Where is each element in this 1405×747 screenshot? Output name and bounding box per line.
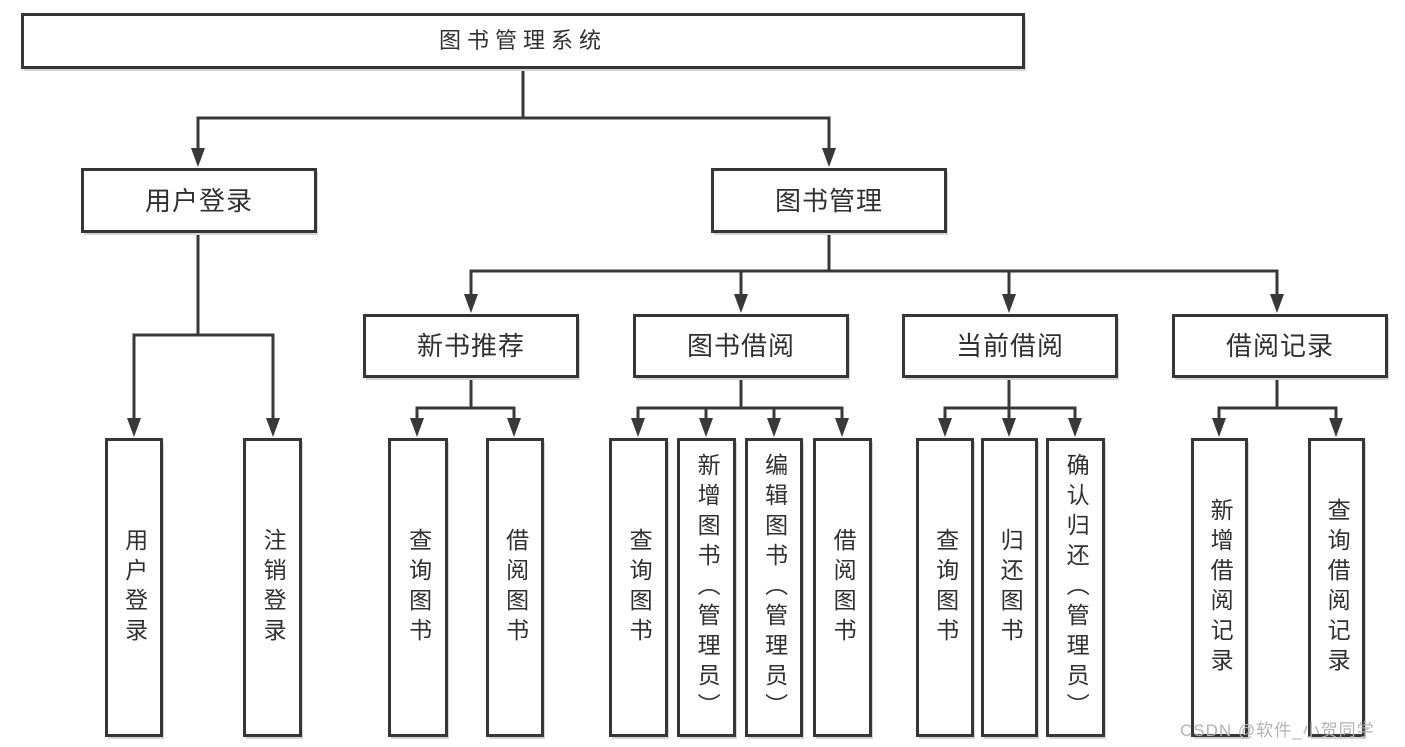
leaf-add-book-admin-label: 新增图书（管理员） (694, 452, 721, 723)
leaf-edit-book-admin-label: 编辑图书（管理员） (761, 452, 788, 723)
node-module-borrow-record: 借阅记录 (1172, 314, 1388, 378)
leaf-add-book-admin: 新增图书（管理员） (677, 438, 736, 737)
node-root: 图书管理系统 (21, 13, 1025, 69)
node-module-current-borrow-label: 当前借阅 (955, 331, 1064, 361)
leaf-confirm-return-admin-label: 确认归还（管理员） (1063, 452, 1090, 723)
leaf-add-borrow-record-label: 新增借阅记录 (1207, 497, 1234, 678)
leaf-borrow-book-1: 借阅图书 (486, 438, 544, 737)
node-module-new-book-recommend: 新书推荐 (363, 314, 579, 378)
leaf-query-book-1-label: 查询图书 (405, 527, 432, 648)
node-module-book-borrow: 图书借阅 (633, 314, 849, 378)
node-book-management-label: 图书管理 (774, 185, 883, 216)
leaf-query-borrow-record-label: 查询借阅记录 (1324, 497, 1351, 678)
node-root-label: 图书管理系统 (438, 28, 607, 53)
node-user-login-label: 用户登录 (144, 185, 253, 216)
node-book-management: 图书管理 (711, 168, 947, 233)
csdn-watermark: CSDN @软件_小贺同学 (1180, 721, 1375, 740)
leaf-query-book-3-label: 查询图书 (932, 527, 959, 648)
leaf-borrow-book-2: 借阅图书 (813, 438, 872, 737)
node-module-new-book-recommend-label: 新书推荐 (416, 331, 525, 361)
leaf-query-book-1: 查询图书 (388, 438, 448, 737)
leaf-user-login-label: 用户登录 (121, 527, 148, 648)
leaf-add-borrow-record: 新增借阅记录 (1191, 438, 1248, 737)
node-module-current-borrow: 当前借阅 (902, 314, 1118, 378)
leaf-confirm-return-admin: 确认归还（管理员） (1046, 438, 1105, 737)
leaf-logout-label: 注销登录 (260, 527, 287, 648)
node-module-book-borrow-label: 图书借阅 (686, 331, 795, 361)
leaf-query-book-2: 查询图书 (609, 438, 668, 737)
leaf-borrow-book-2-label: 借阅图书 (830, 527, 857, 648)
leaf-query-book-2-label: 查询图书 (626, 527, 653, 648)
leaf-borrow-book-1-label: 借阅图书 (502, 527, 529, 648)
node-module-borrow-record-label: 借阅记录 (1225, 331, 1334, 361)
leaf-user-login: 用户登录 (105, 438, 163, 737)
leaf-edit-book-admin: 编辑图书（管理员） (745, 438, 803, 737)
leaf-return-book: 归还图书 (981, 438, 1038, 737)
node-user-login: 用户登录 (81, 168, 317, 233)
leaf-return-book-label: 归还图书 (997, 527, 1024, 648)
leaf-logout: 注销登录 (243, 438, 302, 737)
leaf-query-borrow-record: 查询借阅记录 (1308, 438, 1365, 737)
leaf-query-book-3: 查询图书 (916, 438, 974, 737)
